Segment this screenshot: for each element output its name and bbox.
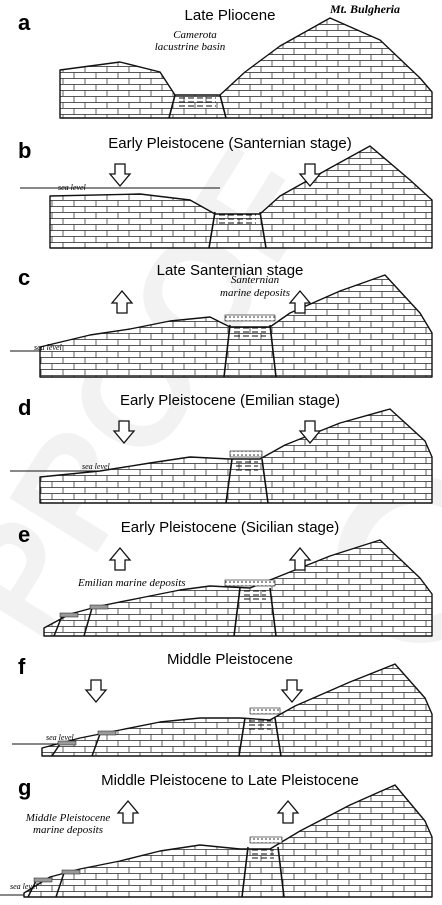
- panel-c-letter: c: [18, 265, 30, 290]
- panel-a-title: Late Pliocene: [185, 7, 276, 24]
- panel-c-label-2: sea level: [34, 343, 63, 352]
- marine-terrace-deposit: [90, 605, 108, 609]
- limestone-terrain: [24, 785, 432, 897]
- marine-deposits: [225, 315, 275, 321]
- marine-terrace-deposit: [98, 731, 116, 735]
- marine-deposits: [250, 708, 280, 714]
- panel-e-title: Early Pleistocene (Sicilian stage): [121, 519, 339, 536]
- limestone-terrain: [60, 18, 432, 118]
- panel-b-title: Early Pleistocene (Santernian stage): [108, 135, 351, 152]
- down-arrow-icon: [86, 680, 106, 702]
- panel-a-label-1: Camerota: [173, 29, 217, 41]
- panel-f: f Middle Pleistocene sea level: [12, 651, 432, 756]
- panel-e-label-0: Emilian marine deposits: [77, 577, 186, 589]
- marine-terrace-deposit: [62, 870, 80, 874]
- panel-f-title: Middle Pleistocene: [167, 651, 293, 668]
- marine-deposits: [250, 837, 282, 843]
- marine-deposits: [230, 451, 262, 457]
- panel-d-letter: d: [18, 395, 31, 420]
- panel-c-label-1: marine deposits: [220, 287, 290, 299]
- panel-a-letter: a: [18, 10, 31, 35]
- panel-c-label-0: Santernian: [231, 274, 280, 286]
- panel-g-label-0: Middle Pleistocene: [25, 812, 111, 824]
- panel-a-label-2: lacustrine basin: [155, 41, 226, 53]
- panel-a-label-0: Mt. Bulgheria: [329, 2, 400, 16]
- panel-g: g Middle Pleistocene to Late PleistoceneM…: [0, 772, 432, 897]
- down-arrow-icon: [110, 164, 130, 186]
- panel-g-label-1: marine deposits: [33, 824, 103, 836]
- panel-d-label-0: sea level: [82, 462, 111, 471]
- panel-b-letter: b: [18, 138, 31, 163]
- panel-g-letter: g: [18, 775, 31, 800]
- panel-g-title: Middle Pleistocene to Late Pleistocene: [101, 772, 359, 789]
- panel-g-label-2: sea level: [10, 882, 39, 891]
- panel-a: a Late Pliocene Mt. BulgheriaCamerotalacus…: [18, 2, 432, 118]
- up-arrow-icon: [118, 801, 138, 823]
- panel-f-letter: f: [18, 654, 26, 679]
- marine-deposits: [225, 580, 275, 586]
- panel-d-title: Early Pleistocene (Emilian stage): [120, 392, 340, 409]
- panel-e-letter: e: [18, 522, 30, 547]
- up-arrow-icon: [278, 801, 298, 823]
- panel-b-label-0: sea level: [58, 183, 87, 192]
- marine-terrace-deposit: [60, 613, 78, 617]
- down-arrow-icon: [282, 680, 302, 702]
- panel-f-label-0: sea level: [46, 733, 75, 742]
- limestone-terrain: [42, 664, 432, 756]
